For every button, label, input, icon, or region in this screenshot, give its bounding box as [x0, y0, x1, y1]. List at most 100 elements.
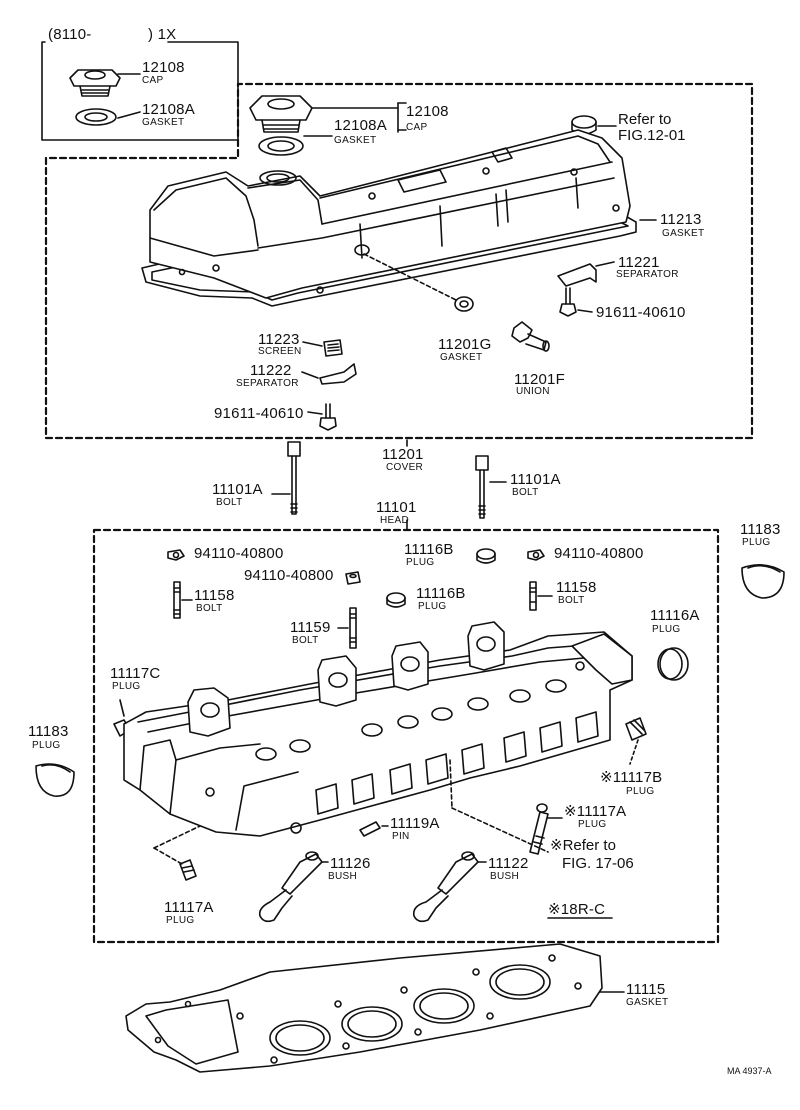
part-11183-right-name: PLUG: [742, 537, 771, 548]
top-box-range: (8110-: [48, 26, 92, 43]
part-11119A: 11119A: [390, 815, 440, 832]
screen-11223-icon: [302, 339, 343, 357]
plug-11117A-left-icon: [179, 859, 197, 881]
part-11119A-name: PIN: [392, 831, 410, 842]
part-11122: 11122: [488, 855, 529, 872]
part-11222-name: SEPARATOR: [236, 378, 299, 389]
part-11222: 11222: [250, 362, 292, 379]
cylinder-head-icon: [123, 621, 633, 865]
part-12108-inset-name: CAP: [142, 75, 164, 86]
part-91611-40610-a: 91611-40610: [596, 304, 686, 321]
plug-11116B-a-icon: [476, 548, 496, 564]
part-11117B-name: PLUG: [626, 786, 655, 797]
part-11116B-a-name: PLUG: [406, 557, 435, 568]
part-11116B-a: 11116B: [404, 541, 454, 558]
bush-11126-icon: [258, 851, 329, 923]
inset-cap-icon: [69, 69, 121, 97]
grommet-icon: [571, 115, 617, 135]
oil-filler-cap-icon: [249, 95, 399, 133]
nut-94110-a-icon: [167, 549, 185, 561]
part-11213: 11213: [660, 211, 702, 228]
part-11221-name: SEPARATOR: [616, 269, 679, 280]
engine-variant-note: ※18R-C: [548, 901, 606, 918]
part-11116B-b: 11116B: [416, 585, 466, 602]
pin-11119A-icon: [359, 821, 389, 837]
part-11101: 11101: [376, 499, 417, 516]
part-11126: 11126: [330, 855, 371, 872]
part-11117A-left: 11117A: [164, 899, 214, 916]
part-11116A-name: PLUG: [652, 624, 681, 635]
nut-94110-c-icon: [345, 571, 361, 585]
part-11201F-name: UNION: [516, 386, 550, 397]
refer-fig17-line2: FIG. 17-06: [562, 855, 634, 872]
bolt-91611-b-icon: [307, 403, 337, 431]
refer-fig17-line1: ※Refer to: [550, 837, 616, 854]
gasket-11201G-icon: [454, 296, 474, 312]
cap-gasket-icon: [258, 135, 333, 156]
part-11117A-right: ※11117A: [564, 803, 627, 820]
part-11158-right-name: BOLT: [558, 595, 585, 606]
part-94110-40800-c: 94110-40800: [244, 567, 334, 584]
top-inset-box: [41, 41, 239, 141]
part-11117A-right-name: PLUG: [578, 819, 607, 830]
part-11115-name: GASKET: [626, 997, 669, 1008]
bush-11122-icon: [412, 851, 487, 923]
part-12108A-inset: 12108A: [142, 101, 195, 118]
part-11201G: 11201G: [438, 336, 492, 353]
part-11101A-right-name: BOLT: [512, 487, 539, 498]
head-bolt-right-icon: [475, 455, 507, 519]
part-94110-40800-a: 94110-40800: [194, 545, 284, 562]
part-11183-left-name: PLUG: [32, 740, 61, 751]
part-11116B-b-name: PLUG: [418, 601, 447, 612]
plug-11116A-icon: [657, 647, 689, 681]
part-11101A-left: 11101A: [212, 481, 263, 498]
part-12108: 12108: [406, 103, 449, 120]
inset-gasket-icon: [75, 108, 117, 126]
plug-11183-left-icon: [35, 763, 75, 797]
refer-fig12-line2: FIG.12-01: [618, 127, 686, 144]
drawing-code: MA 4937-A: [727, 1066, 772, 1076]
part-11183-right: 11183: [740, 521, 781, 538]
plug-11116B-b-icon: [386, 592, 406, 608]
part-91611-40610-b: 91611-40610: [214, 405, 304, 422]
part-11223-name: SCREEN: [258, 346, 302, 357]
part-11223: 11223: [258, 331, 300, 348]
part-12108A-inset-name: GASKET: [142, 117, 185, 128]
part-11117A-left-name: PLUG: [166, 915, 195, 926]
nut-94110-b-icon: [527, 549, 545, 561]
separator-11221-icon: [557, 261, 615, 287]
part-11101A-right: 11101A: [510, 471, 561, 488]
part-11117C: 11117C: [110, 665, 161, 682]
part-11158-right: 11158: [556, 579, 597, 596]
head-gasket-icon: [125, 943, 625, 1073]
part-11101-name: HEAD: [380, 515, 409, 526]
plug-11117A-right-icon: [529, 803, 563, 855]
separator-11222-icon: [301, 363, 357, 385]
head-group-box: [92, 528, 720, 944]
part-11201G-name: GASKET: [440, 352, 483, 363]
stud-11158-b-icon: [529, 581, 553, 611]
stud-11159-icon: [337, 607, 357, 649]
part-11117B: ※11117B: [600, 769, 663, 786]
part-11159: 11159: [290, 619, 331, 636]
part-11158-left-name: BOLT: [196, 603, 223, 614]
part-12108-name: CAP: [406, 122, 428, 133]
head-bolt-left-icon: [271, 441, 301, 515]
top-box-qty: ) 1X: [148, 26, 177, 43]
stud-11158-a-icon: [173, 581, 193, 619]
part-11117C-name: PLUG: [112, 681, 141, 692]
part-11115: 11115: [626, 981, 666, 998]
part-11126-name: BUSH: [328, 871, 357, 882]
part-11158-left: 11158: [194, 587, 235, 604]
part-11183-left: 11183: [28, 723, 69, 740]
cylinder-head-cover-icon: [141, 129, 657, 307]
part-11101A-left-name: BOLT: [216, 497, 243, 508]
bolt-91611-icon: [559, 287, 593, 317]
part-11221: 11221: [618, 254, 660, 271]
part-11122-name: BUSH: [490, 871, 519, 882]
part-11201: 11201: [382, 446, 424, 463]
part-12108A-name: GASKET: [334, 135, 377, 146]
part-11213-name: GASKET: [662, 228, 705, 239]
plug-11183-right-icon: [741, 564, 785, 599]
